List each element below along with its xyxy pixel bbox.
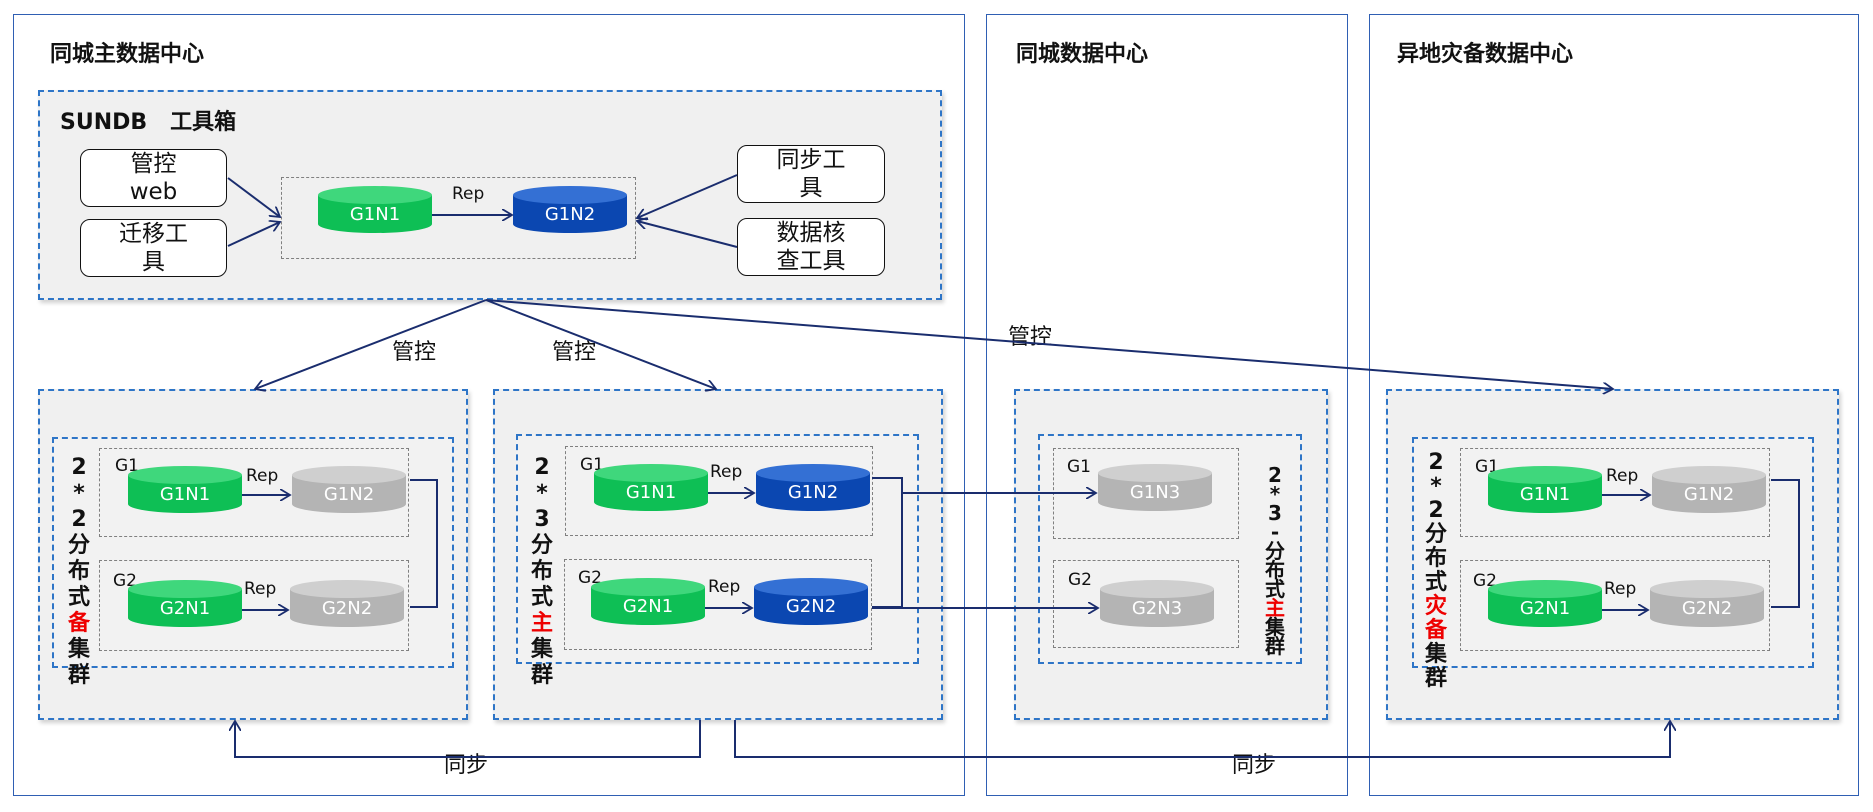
arrow-sync-tool-to-cluster — [637, 174, 738, 218]
main-g1-box — [565, 446, 873, 536]
main-rep-label-1: Rep — [710, 462, 743, 482]
disaster-g2-box — [1460, 560, 1770, 651]
standby-node-g1n2: G1N2 — [292, 466, 406, 522]
main-rep-label-2: Rep — [708, 577, 741, 597]
standby-rep-label-2: Rep — [244, 579, 277, 599]
data-check-line2: 查工具 — [776, 248, 846, 274]
standby-rep-label-1: Rep — [246, 466, 279, 486]
standby-group-bracket — [410, 479, 438, 608]
city-g2-box — [1053, 560, 1239, 648]
city-datacenter-title: 同城数据中心 — [1016, 42, 1149, 67]
main-g2-box — [564, 559, 872, 650]
city-node-g1n3: G1N3 — [1098, 464, 1212, 520]
data-check-tool-box[interactable]: 数据核查工具 — [737, 218, 885, 276]
disaster-rep-label-1: Rep — [1606, 466, 1639, 486]
main-node-g2n2: G2N2 — [754, 578, 868, 634]
manage-label-remote: 管控 — [1008, 325, 1053, 350]
sync-tool-line2: 具 — [799, 175, 823, 201]
disaster-g1-box — [1460, 448, 1770, 537]
arrow-mgmt-web-to-cluster — [227, 177, 280, 217]
standby-node-g1n1: G1N1 — [128, 466, 242, 522]
migration-tool-line2: 具 — [142, 249, 165, 275]
city-g1-label: G1 — [1067, 457, 1091, 477]
remote-datacenter-title: 异地灾备数据中心 — [1397, 42, 1574, 67]
disaster-node-g2n2: G2N2 — [1650, 580, 1764, 636]
disaster-node-g2n1: G2N1 — [1488, 580, 1602, 636]
city-node-g2n3: G2N3 — [1100, 580, 1214, 636]
disaster-group-bracket — [1771, 479, 1800, 608]
primary-datacenter-title: 同城主数据中心 — [50, 42, 205, 67]
arrow-manage-standby — [255, 299, 487, 389]
arrow-manage-main — [485, 299, 716, 389]
disaster-rep-label-2: Rep — [1604, 579, 1637, 599]
main-node-g1n1: G1N1 — [594, 464, 708, 520]
manage-label-main: 管控 — [552, 340, 597, 365]
toolbox-node-g1n2: G1N2 — [513, 186, 627, 242]
data-check-line1: 数据核 — [776, 220, 846, 246]
arrow-sync-main-to-standby — [235, 720, 701, 758]
mgmt-web-line2: web — [129, 179, 178, 205]
migration-tool-box[interactable]: 迁移工具 — [80, 219, 227, 277]
standby-g2-box — [99, 560, 409, 651]
toolbox-title: SUNDB 工具箱 — [60, 110, 237, 135]
arrow-data-check-to-cluster — [637, 221, 738, 248]
city-g2-label: G2 — [1068, 570, 1092, 590]
standby-node-g2n1: G2N1 — [128, 580, 242, 636]
sync-tool-box[interactable]: 同步工具 — [737, 145, 885, 203]
manage-label-standby: 管控 — [392, 340, 437, 365]
city-cluster-label: 2*3-分布式主集群 — [1265, 463, 1285, 658]
arrow-manage-remote — [485, 299, 1613, 389]
toolbox-node-g1n1: G1N1 — [318, 186, 432, 242]
sync-tool-line1: 同步工 — [776, 147, 846, 173]
arrow-sync-main-to-remote — [734, 720, 1670, 758]
main-group-bracket — [872, 477, 903, 608]
arrow-migration-to-cluster — [227, 222, 280, 247]
migration-tool-line1: 迁移工 — [119, 221, 188, 247]
disaster-node-g1n2: G1N2 — [1652, 466, 1766, 522]
main-node-g2n1: G2N1 — [591, 578, 705, 634]
main-node-g1n2: G1N2 — [756, 464, 870, 520]
mgmt-web-line1: 管控 — [130, 151, 177, 177]
disaster-node-g1n1: G1N1 — [1488, 466, 1602, 522]
standby-node-g2n2: G2N2 — [290, 580, 404, 636]
standby-g1-box — [99, 448, 409, 537]
toolbox-rep-label: Rep — [452, 184, 485, 204]
